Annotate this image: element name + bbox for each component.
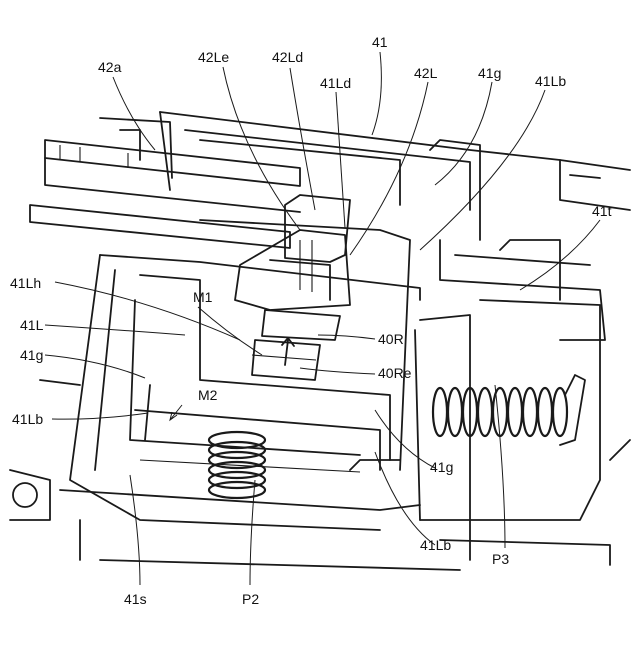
lever-42L xyxy=(235,195,350,310)
spring-P3 xyxy=(433,375,585,445)
label-41: 41 xyxy=(372,35,388,49)
label-42L: 42L xyxy=(414,66,437,80)
label-41t: 41t xyxy=(592,204,611,218)
label-41s: 41s xyxy=(124,592,147,606)
label-42Le: 42Le xyxy=(198,50,229,64)
label-41g-top: 41g xyxy=(478,66,501,80)
label-41Lb-left: 41Lb xyxy=(12,412,43,426)
label-40R: 40R xyxy=(378,332,404,346)
base xyxy=(10,380,610,570)
label-P2: P2 xyxy=(242,592,259,606)
label-41Lb-top: 41Lb xyxy=(535,74,566,88)
label-41Lh: 41Lh xyxy=(10,276,41,290)
label-40Re: 40Re xyxy=(378,366,411,380)
label-41g-right: 41g xyxy=(430,460,453,474)
label-M1: M1 xyxy=(193,290,212,304)
label-41Ld: 41Ld xyxy=(320,76,351,90)
housing-41L xyxy=(60,220,420,530)
label-41Lb-bottom: 41Lb xyxy=(420,538,451,552)
label-41g-left: 41g xyxy=(20,348,43,362)
block-40R xyxy=(252,310,340,380)
label-41L: 41L xyxy=(20,318,43,332)
label-42a: 42a xyxy=(98,60,121,74)
label-P3: P3 xyxy=(492,552,509,566)
label-42Ld: 42Ld xyxy=(272,50,303,64)
label-M2: M2 xyxy=(198,388,217,402)
